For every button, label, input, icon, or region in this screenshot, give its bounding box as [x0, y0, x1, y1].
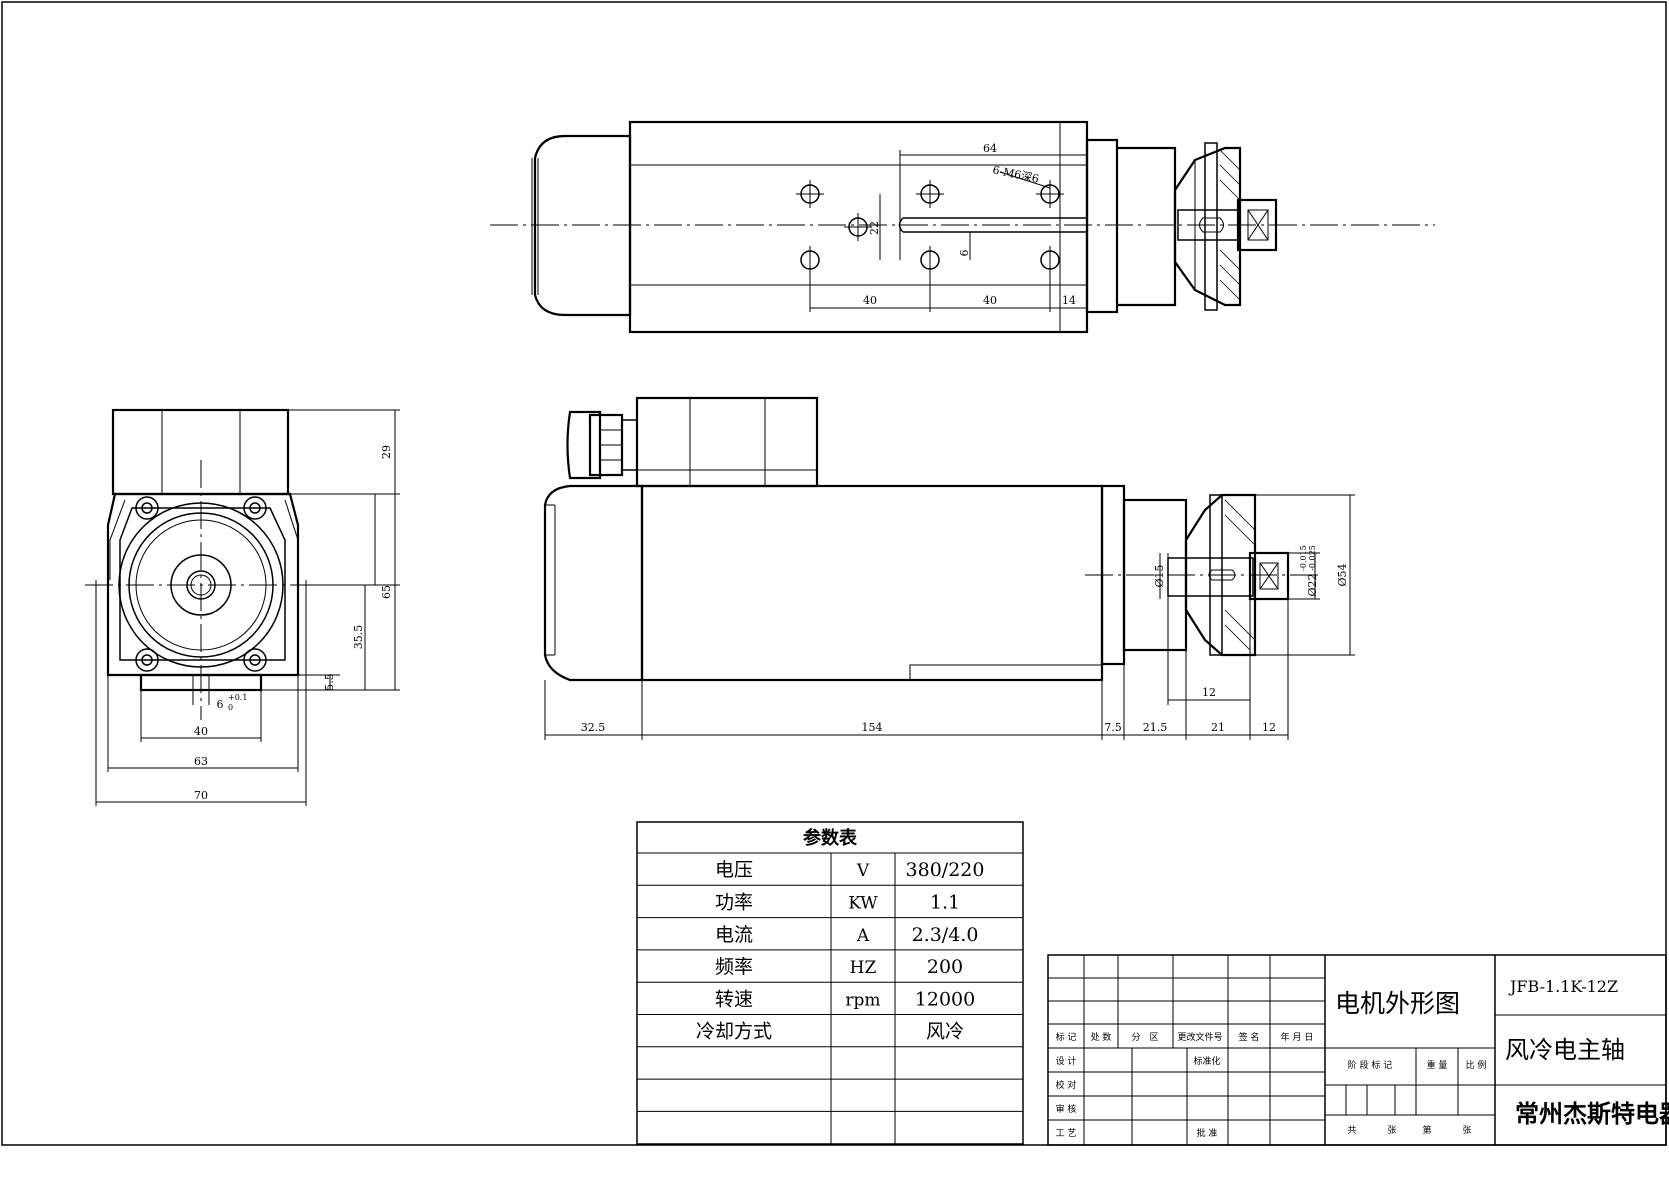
dim-side-12b: 12	[1202, 686, 1216, 699]
param-unit: HZ	[850, 958, 877, 978]
dim-side-21: 21	[1211, 721, 1225, 734]
side-view	[543, 396, 1355, 740]
tb-header-0: 标 记	[1056, 1031, 1077, 1043]
param-value: 380/220	[906, 859, 985, 881]
dim-top-6: 6	[958, 250, 971, 257]
tb-row-review: 审 核	[1056, 1103, 1077, 1115]
tb-row-design: 设 计	[1056, 1055, 1077, 1067]
dim-side-d22-tol-lower: -0.025	[1308, 545, 1317, 571]
dim-end-6-tol-lower: 0	[228, 703, 233, 712]
tb-sheets-unit1: 张	[1387, 1125, 1396, 1136]
dim-top-64: 64	[983, 142, 997, 155]
dim-side-d22: Ø22	[1306, 573, 1319, 596]
param-name: 电压	[715, 859, 753, 881]
param-unit: rpm	[845, 990, 880, 1010]
tb-sheets-unit2: 张	[1462, 1125, 1471, 1136]
dim-top-holes: 6-M6深6	[991, 163, 1040, 185]
dim-side-32-5: 32.5	[581, 721, 606, 734]
dim-top-22: 22	[868, 221, 881, 235]
dim-top-14: 14	[1062, 294, 1076, 307]
param-unit: V	[856, 861, 870, 881]
tb-header-5: 年 月 日	[1281, 1031, 1314, 1043]
dim-top-40a: 40	[863, 294, 877, 307]
tb-std: 标准化	[1193, 1055, 1220, 1067]
dim-end-5-5: 5.5	[323, 673, 336, 691]
dim-side-154: 154	[862, 721, 883, 734]
param-name: 转速	[715, 988, 753, 1010]
param-value: 风冷	[926, 1021, 964, 1043]
title-block	[1047, 954, 1667, 1146]
tb-row-process: 工 艺	[1056, 1128, 1077, 1139]
param-unit: A	[856, 926, 870, 946]
tb-weight: 重 量	[1427, 1059, 1448, 1071]
dim-end-6-tol-upper: +0.1	[228, 693, 247, 702]
dim-side-d22-tol-upper: -0.015	[1299, 545, 1308, 571]
drawing-frame	[1, 1, 1667, 1146]
tb-header-3: 更改文件号	[1177, 1031, 1222, 1043]
dim-end-35-5: 35.5	[352, 625, 365, 650]
dim-end-40: 40	[194, 725, 208, 738]
drawing-model: JFB-1.1K-12Z	[1508, 977, 1618, 996]
param-value: 2.3/4.0	[912, 924, 979, 946]
param-name: 冷却方式	[696, 1021, 772, 1043]
param-name: 功率	[715, 891, 753, 913]
dim-end-63: 63	[194, 755, 208, 768]
param-value: 1.1	[930, 891, 960, 913]
dim-end-6: 6	[217, 698, 224, 711]
param-name: 电流	[715, 924, 753, 946]
param-table-title: 参数表	[803, 827, 858, 849]
top-view	[490, 120, 1435, 334]
tb-sheets-no: 第	[1422, 1124, 1431, 1136]
dim-end-70: 70	[194, 789, 208, 802]
dim-side-21-5: 21.5	[1143, 721, 1168, 734]
tb-header-1: 处 数	[1091, 1031, 1112, 1043]
param-value: 12000	[915, 988, 975, 1010]
param-value: 200	[927, 956, 963, 978]
dim-side-12: 12	[1262, 721, 1276, 734]
drawing-product: 风冷电主轴	[1505, 1036, 1625, 1064]
dim-side-d54: Ø54	[1336, 563, 1349, 586]
dim-end-29: 29	[380, 445, 393, 459]
param-unit: KW	[848, 893, 878, 913]
drawing-company: 常州杰斯特电器	[1515, 1099, 1669, 1128]
dim-top-40b: 40	[983, 294, 997, 307]
dim-side-7-5: 7.5	[1104, 721, 1122, 734]
tb-row-check: 校 对	[1056, 1079, 1077, 1091]
end-view	[85, 408, 400, 806]
tb-stage: 阶 段 标 记	[1348, 1059, 1393, 1071]
param-table	[636, 821, 1024, 1145]
tb-header-2: 分 区	[1131, 1032, 1158, 1043]
dim-side-d15: Ø15	[1153, 564, 1166, 587]
tb-sheets-total: 共	[1347, 1125, 1356, 1136]
tb-scale: 比 例	[1466, 1059, 1487, 1071]
tb-approve: 批 准	[1197, 1127, 1218, 1139]
param-name: 频率	[715, 956, 753, 978]
dim-end-65: 65	[380, 585, 393, 599]
drawing-title: 电机外形图	[1335, 989, 1460, 1018]
tb-header-4: 签 名	[1239, 1031, 1260, 1043]
